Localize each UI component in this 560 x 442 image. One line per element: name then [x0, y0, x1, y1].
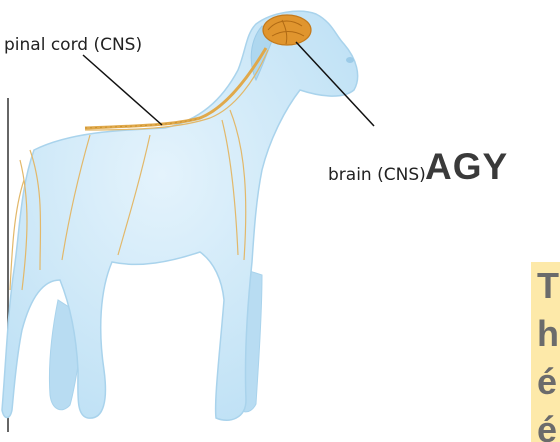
spinal-cord-leader-line: [83, 55, 162, 125]
callout-line: h: [531, 310, 560, 358]
brain-label: brain (CNS): [328, 165, 426, 185]
callout-box: T h é é: [531, 262, 560, 442]
callout-line: é: [531, 358, 560, 406]
brain-shape: [263, 15, 311, 45]
callout-line: é: [531, 406, 560, 442]
nervous-system-diagram: pinal cord (CNS) brain (CNS): [0, 0, 560, 432]
callout-line: T: [531, 262, 560, 310]
dog-body: [2, 11, 358, 420]
heading-text: AGY: [425, 146, 508, 188]
spinal-cord-label: pinal cord (CNS): [4, 35, 142, 55]
